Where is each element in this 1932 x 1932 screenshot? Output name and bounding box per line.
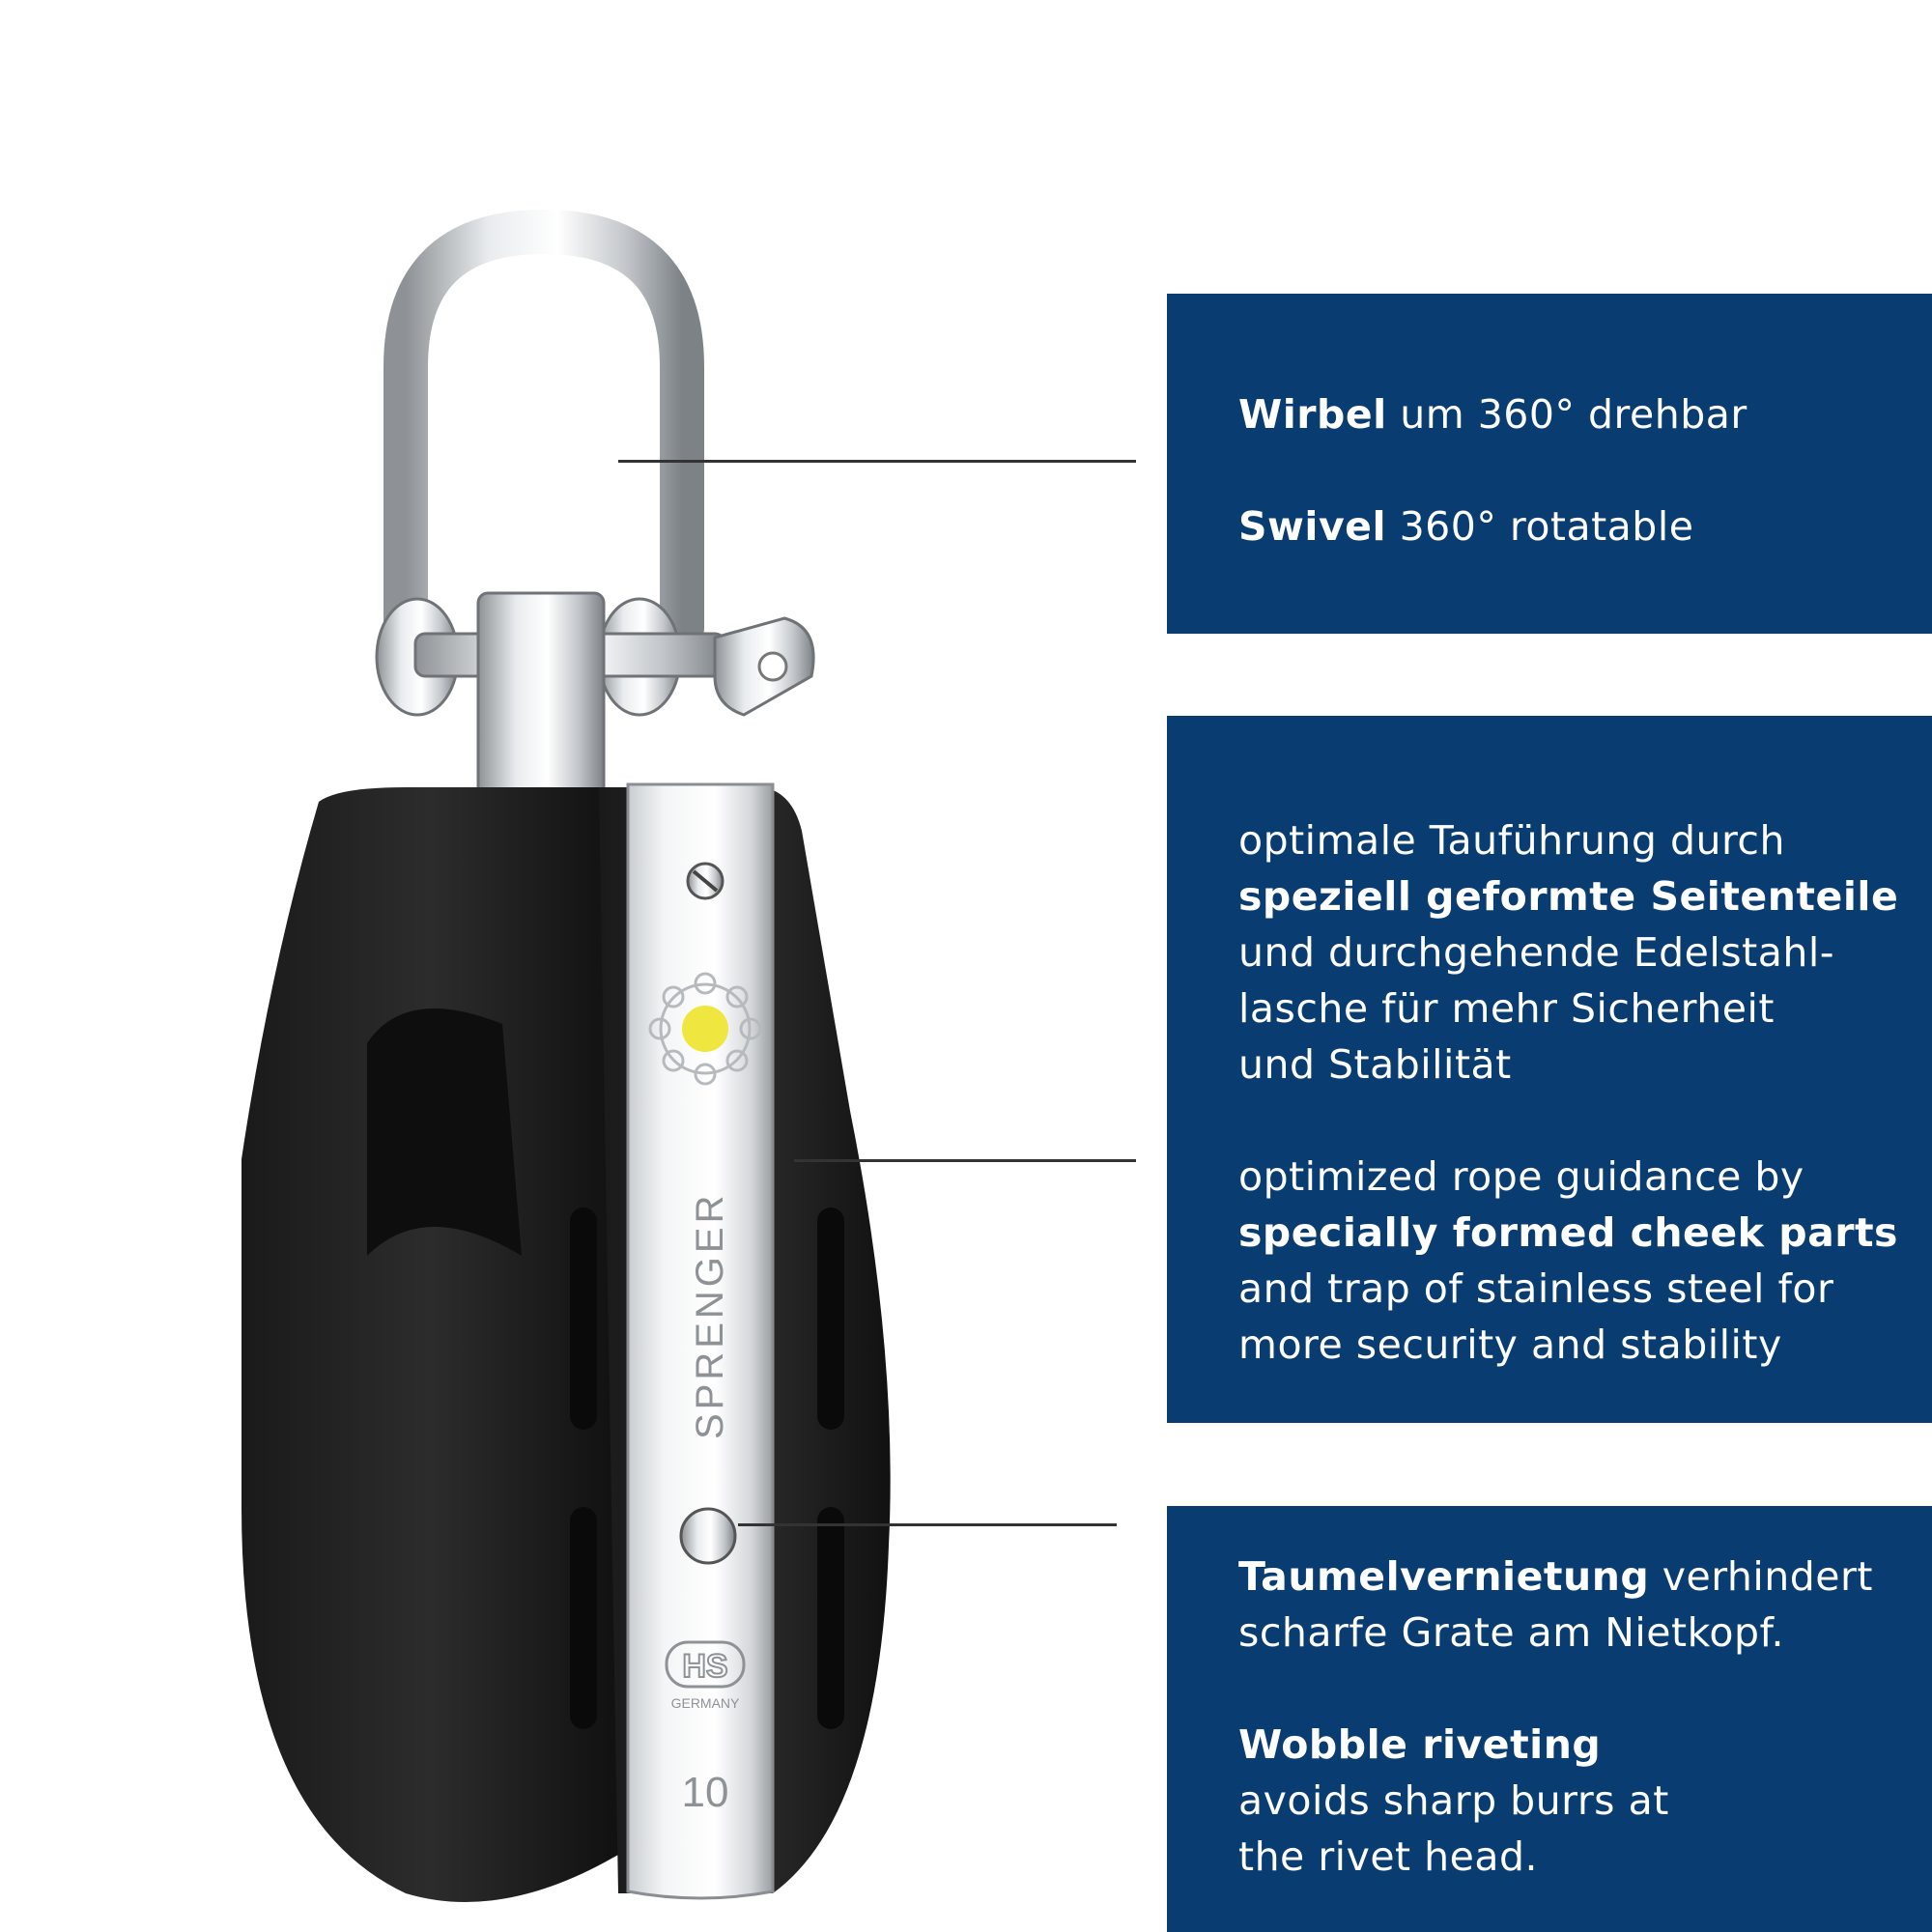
brand-text: SPRENGER bbox=[689, 1192, 731, 1440]
panel-line: optimale Tauführung durch bbox=[1238, 817, 1785, 864]
cheek-slot bbox=[570, 1208, 597, 1430]
strap-screw-slot bbox=[692, 869, 719, 893]
panel-line: scharfe Grate am Nietkopf. bbox=[1238, 1609, 1784, 1656]
panel-line: Wobble riveting bbox=[1238, 1721, 1602, 1768]
cheek-back bbox=[242, 787, 618, 1902]
callout-line-rivet bbox=[738, 1523, 1117, 1526]
panel-line: Taumelvernietung verhindert bbox=[1238, 1553, 1873, 1600]
ball-bearing-icon bbox=[648, 972, 762, 1086]
shackle-pin-hole bbox=[757, 651, 788, 682]
panel-line: Swivel 360° rotatable bbox=[1238, 503, 1694, 550]
panel-line: more security and stability bbox=[1238, 1321, 1782, 1368]
size-marking: 10 bbox=[682, 1769, 729, 1816]
cheek-window bbox=[367, 1009, 522, 1256]
panel-line: specially formed cheek parts bbox=[1238, 1209, 1898, 1256]
panel-line: and trap of stainless steel for bbox=[1238, 1265, 1834, 1312]
shackle-bow bbox=[384, 209, 704, 650]
panel-line: avoids sharp burrs at bbox=[1238, 1777, 1669, 1824]
panel-line: speziell geformte Seitenteile bbox=[1238, 873, 1899, 920]
panel-line: Wirbel um 360° drehbar bbox=[1238, 391, 1747, 438]
swivel-post bbox=[476, 591, 606, 798]
panel-line: und durchgehende Edelstahl- bbox=[1238, 929, 1835, 976]
cheek-slot bbox=[817, 1507, 844, 1729]
info-panel-cheek: optimale Tauführung durch speziell gefor… bbox=[1167, 716, 1932, 1423]
svg-text:GERMANY: GERMANY bbox=[671, 1695, 740, 1711]
svg-text:HS: HS bbox=[682, 1648, 727, 1685]
panel-line: optimized rope guidance by bbox=[1238, 1153, 1804, 1200]
hs-logo: HS GERMANY bbox=[665, 1640, 746, 1711]
info-panel-swivel: Wirbel um 360° drehbar Swivel 360° rotat… bbox=[1167, 294, 1932, 634]
rivet-head bbox=[679, 1507, 737, 1565]
info-panel-rivet: Taumelvernietung verhindert scharfe Grat… bbox=[1167, 1506, 1932, 1932]
panel-line: lasche für mehr Sicherheit bbox=[1238, 985, 1775, 1032]
callout-line-swivel bbox=[618, 460, 1136, 463]
panel-line: the rivet head. bbox=[1238, 1833, 1539, 1880]
cheek-slot bbox=[817, 1208, 844, 1430]
cheek-slot bbox=[570, 1507, 597, 1729]
pulley-block-illustration: SPRENGER HS GERMANY 10 bbox=[242, 209, 891, 1902]
panel-line: und Stabilität bbox=[1238, 1041, 1512, 1088]
callout-line-cheek bbox=[794, 1159, 1136, 1162]
